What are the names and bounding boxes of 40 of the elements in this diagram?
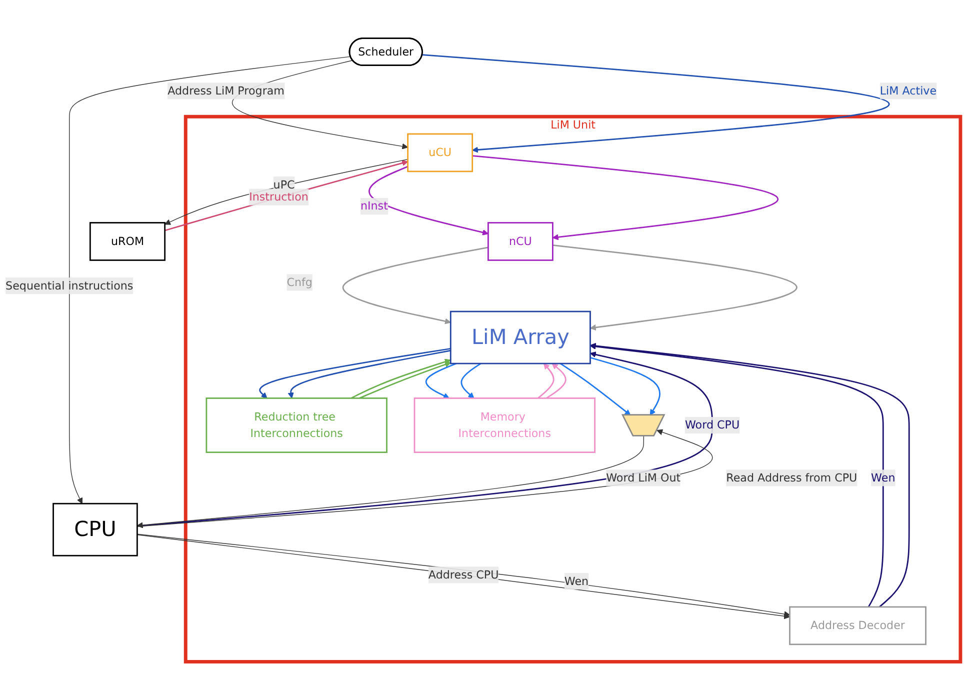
arrow (137, 352, 713, 527)
arrow (359, 362, 451, 399)
arrow (259, 348, 451, 398)
edge-label: Word CPU (684, 418, 740, 432)
node-box: Memory Interconnections (414, 398, 596, 453)
node-box: uCU (407, 133, 474, 172)
node-box: Address Decoder (789, 606, 926, 646)
arrow (425, 362, 457, 399)
edge-label: Word LiM Out (606, 471, 681, 484)
arrow (590, 356, 660, 416)
arrow (69, 56, 351, 504)
arrow (350, 358, 451, 399)
edge-label: Instruction (249, 190, 308, 204)
edge-label: LiM Active (880, 84, 937, 98)
arrow (552, 244, 798, 330)
node-box: nCU (487, 222, 554, 261)
arrow (368, 166, 488, 236)
edge-label: Wen (564, 574, 589, 588)
node-box: CPU (52, 502, 138, 556)
edge-label: Read Address from CPU (726, 471, 858, 484)
arrow (136, 436, 644, 528)
arrow (472, 155, 778, 240)
node-box: Reduction tree Interconnections (206, 398, 388, 453)
edge-label: uPC (273, 178, 295, 192)
edge-label: Address LiM Program (168, 84, 284, 98)
edge-label: nInst (360, 199, 388, 212)
edge-label: Cnfg (286, 276, 312, 289)
arrow (288, 350, 451, 398)
node-box: LiM Array (450, 310, 591, 364)
node-trapezoid (621, 414, 666, 436)
edge-label: Address CPU (428, 568, 499, 582)
arrow (546, 363, 566, 399)
arrow (460, 362, 482, 398)
arrow (342, 246, 488, 324)
edge-label: Sequential instructions (6, 278, 134, 292)
arrow (422, 54, 888, 153)
edge-label: Wen (871, 471, 896, 484)
arrow (560, 362, 631, 416)
arrow (537, 363, 554, 399)
node-box: uROM (89, 222, 166, 261)
